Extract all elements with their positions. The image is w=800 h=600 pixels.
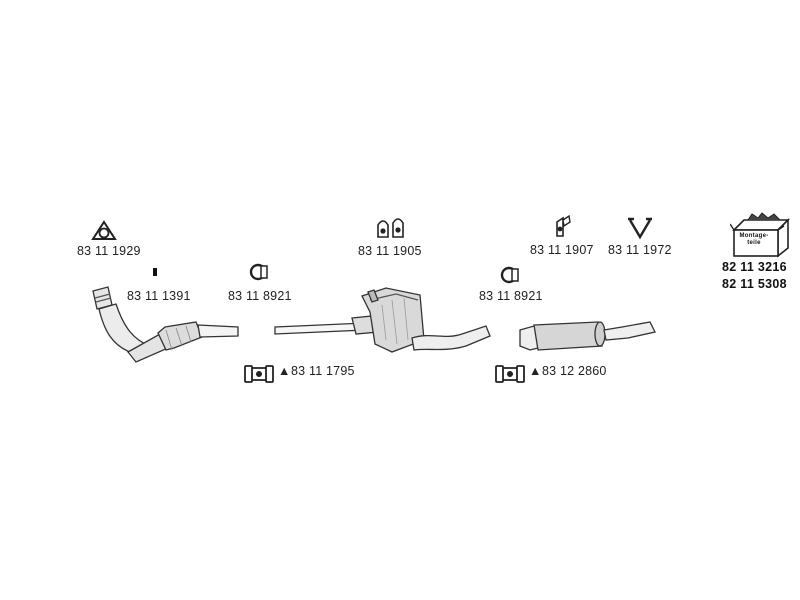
clamp-ring-icon [249, 263, 268, 281]
part-number-clamp-ring-1: 83 11 8921 [228, 289, 292, 303]
part-number-sleeve-clamp-1: 83 11 1795 [291, 364, 355, 378]
kit-box-label: Montage-teile [739, 233, 769, 246]
part-number-sleeve-clamp-2: 83 12 2860 [542, 364, 607, 378]
ring-gasket-icon [91, 220, 117, 240]
warning-triangle-icon: ▲ [529, 364, 542, 378]
part-number-pin: 83 11 1391 [127, 289, 191, 303]
part-number-v-hanger: 83 11 1972 [608, 243, 672, 257]
part-number-mount-bracket: 83 11 1907 [530, 243, 594, 257]
sleeve-clamp-icon [495, 365, 525, 383]
catalytic-converter-front-pipe [92, 286, 239, 363]
centre-silencer [361, 287, 491, 353]
part-number-mounting-kit-1: 82 11 3216 [722, 260, 787, 274]
part-number-rubber-hangers: 83 11 1905 [358, 244, 422, 258]
part-number-mounting-kit-2: 82 11 5308 [722, 277, 787, 291]
part-number-clamp-ring-2: 83 11 8921 [479, 289, 543, 303]
rear-silencer [519, 321, 656, 351]
mounting-kit-box-icon [730, 212, 790, 258]
pin-icon [153, 268, 157, 276]
rubber-hanger-icon [377, 218, 404, 238]
mount-bracket-icon [556, 214, 571, 237]
part-number-ring-gasket: 83 11 1929 [77, 244, 141, 258]
clamp-ring-icon [500, 266, 519, 284]
warning-triangle-icon: ▲ [278, 364, 291, 378]
sleeve-clamp-icon [244, 365, 274, 383]
v-hanger-icon [628, 217, 652, 240]
intermediate-pipe [274, 315, 379, 335]
